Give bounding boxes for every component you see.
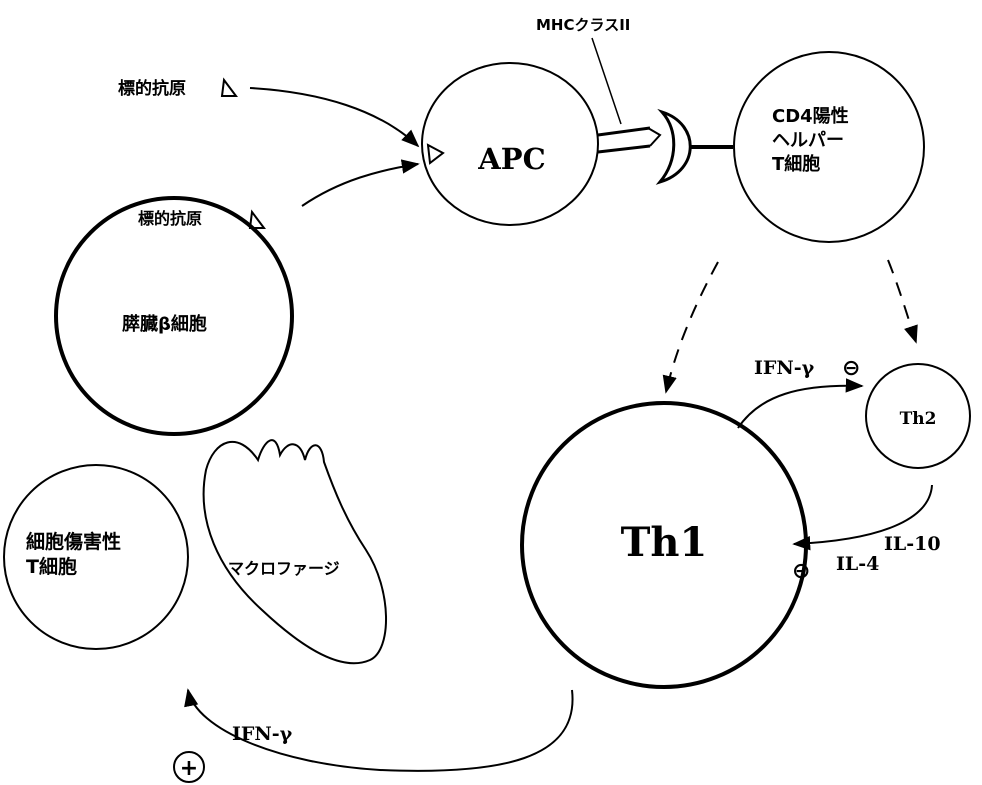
apc-antigen-triangle-icon [426, 143, 445, 165]
antigen-label-in-beta: 標的抗原 [138, 209, 202, 228]
beta-to-apc-arrow [301, 159, 420, 207]
apc-label: APC [477, 142, 545, 176]
ifn-to-th2-arrow [737, 378, 864, 429]
macrophage-cell [202, 439, 387, 665]
cd4-label-line1: CD4陽性 [772, 105, 849, 127]
mhc-stalk [597, 126, 651, 154]
il10-label: IL-10 [884, 533, 941, 555]
cd4-helper-t-cell [733, 51, 925, 243]
minus-icon-th1: ⊖ [792, 559, 810, 584]
cytotoxic-t-cell [3, 464, 189, 650]
ctl-label-line2: T細胞 [26, 555, 77, 578]
ifn-top-label: IFN-γ [754, 357, 815, 379]
th1-label: Th1 [621, 519, 708, 566]
ifn-bottom-label: IFN-γ [232, 723, 293, 745]
plus-circle-icon [173, 751, 205, 783]
cd4-label-line2: ヘルパー [772, 130, 844, 151]
peptide-triangle-icon [647, 127, 662, 147]
antigen-to-apc-arrow [249, 87, 420, 148]
macrophage-label: マクロファージ [228, 559, 340, 578]
tcr-receptor [655, 108, 692, 185]
apc-cell [421, 62, 599, 226]
th1-to-macrophage-arrow [184, 688, 574, 772]
th2-label: Th2 [900, 409, 937, 429]
minus-icon-th2: ⊖ [842, 356, 860, 381]
cd4-to-th1-dashed-arrow [662, 261, 719, 394]
th2-to-th1-arrow [792, 484, 933, 551]
antigen-label-top: 標的抗原 [118, 78, 186, 99]
plus-icon: + [180, 756, 198, 781]
il4-label: IL-4 [836, 553, 879, 575]
pancreatic-beta-cell [54, 196, 294, 436]
th2-cell [865, 363, 971, 469]
cd4-label-line3: T細胞 [772, 153, 820, 175]
ctl-label-line1: 細胞傷害性 [26, 530, 121, 553]
beta-antigen-triangle-icon [248, 209, 266, 229]
cd4-to-th2-dashed-arrow [887, 259, 918, 344]
beta-cell-label: 膵臓β細胞 [121, 313, 207, 335]
mhc-label: MHCクラスII [536, 16, 630, 34]
antigen-triangle-icon [220, 77, 238, 97]
mhc-pointer-line [591, 37, 622, 125]
